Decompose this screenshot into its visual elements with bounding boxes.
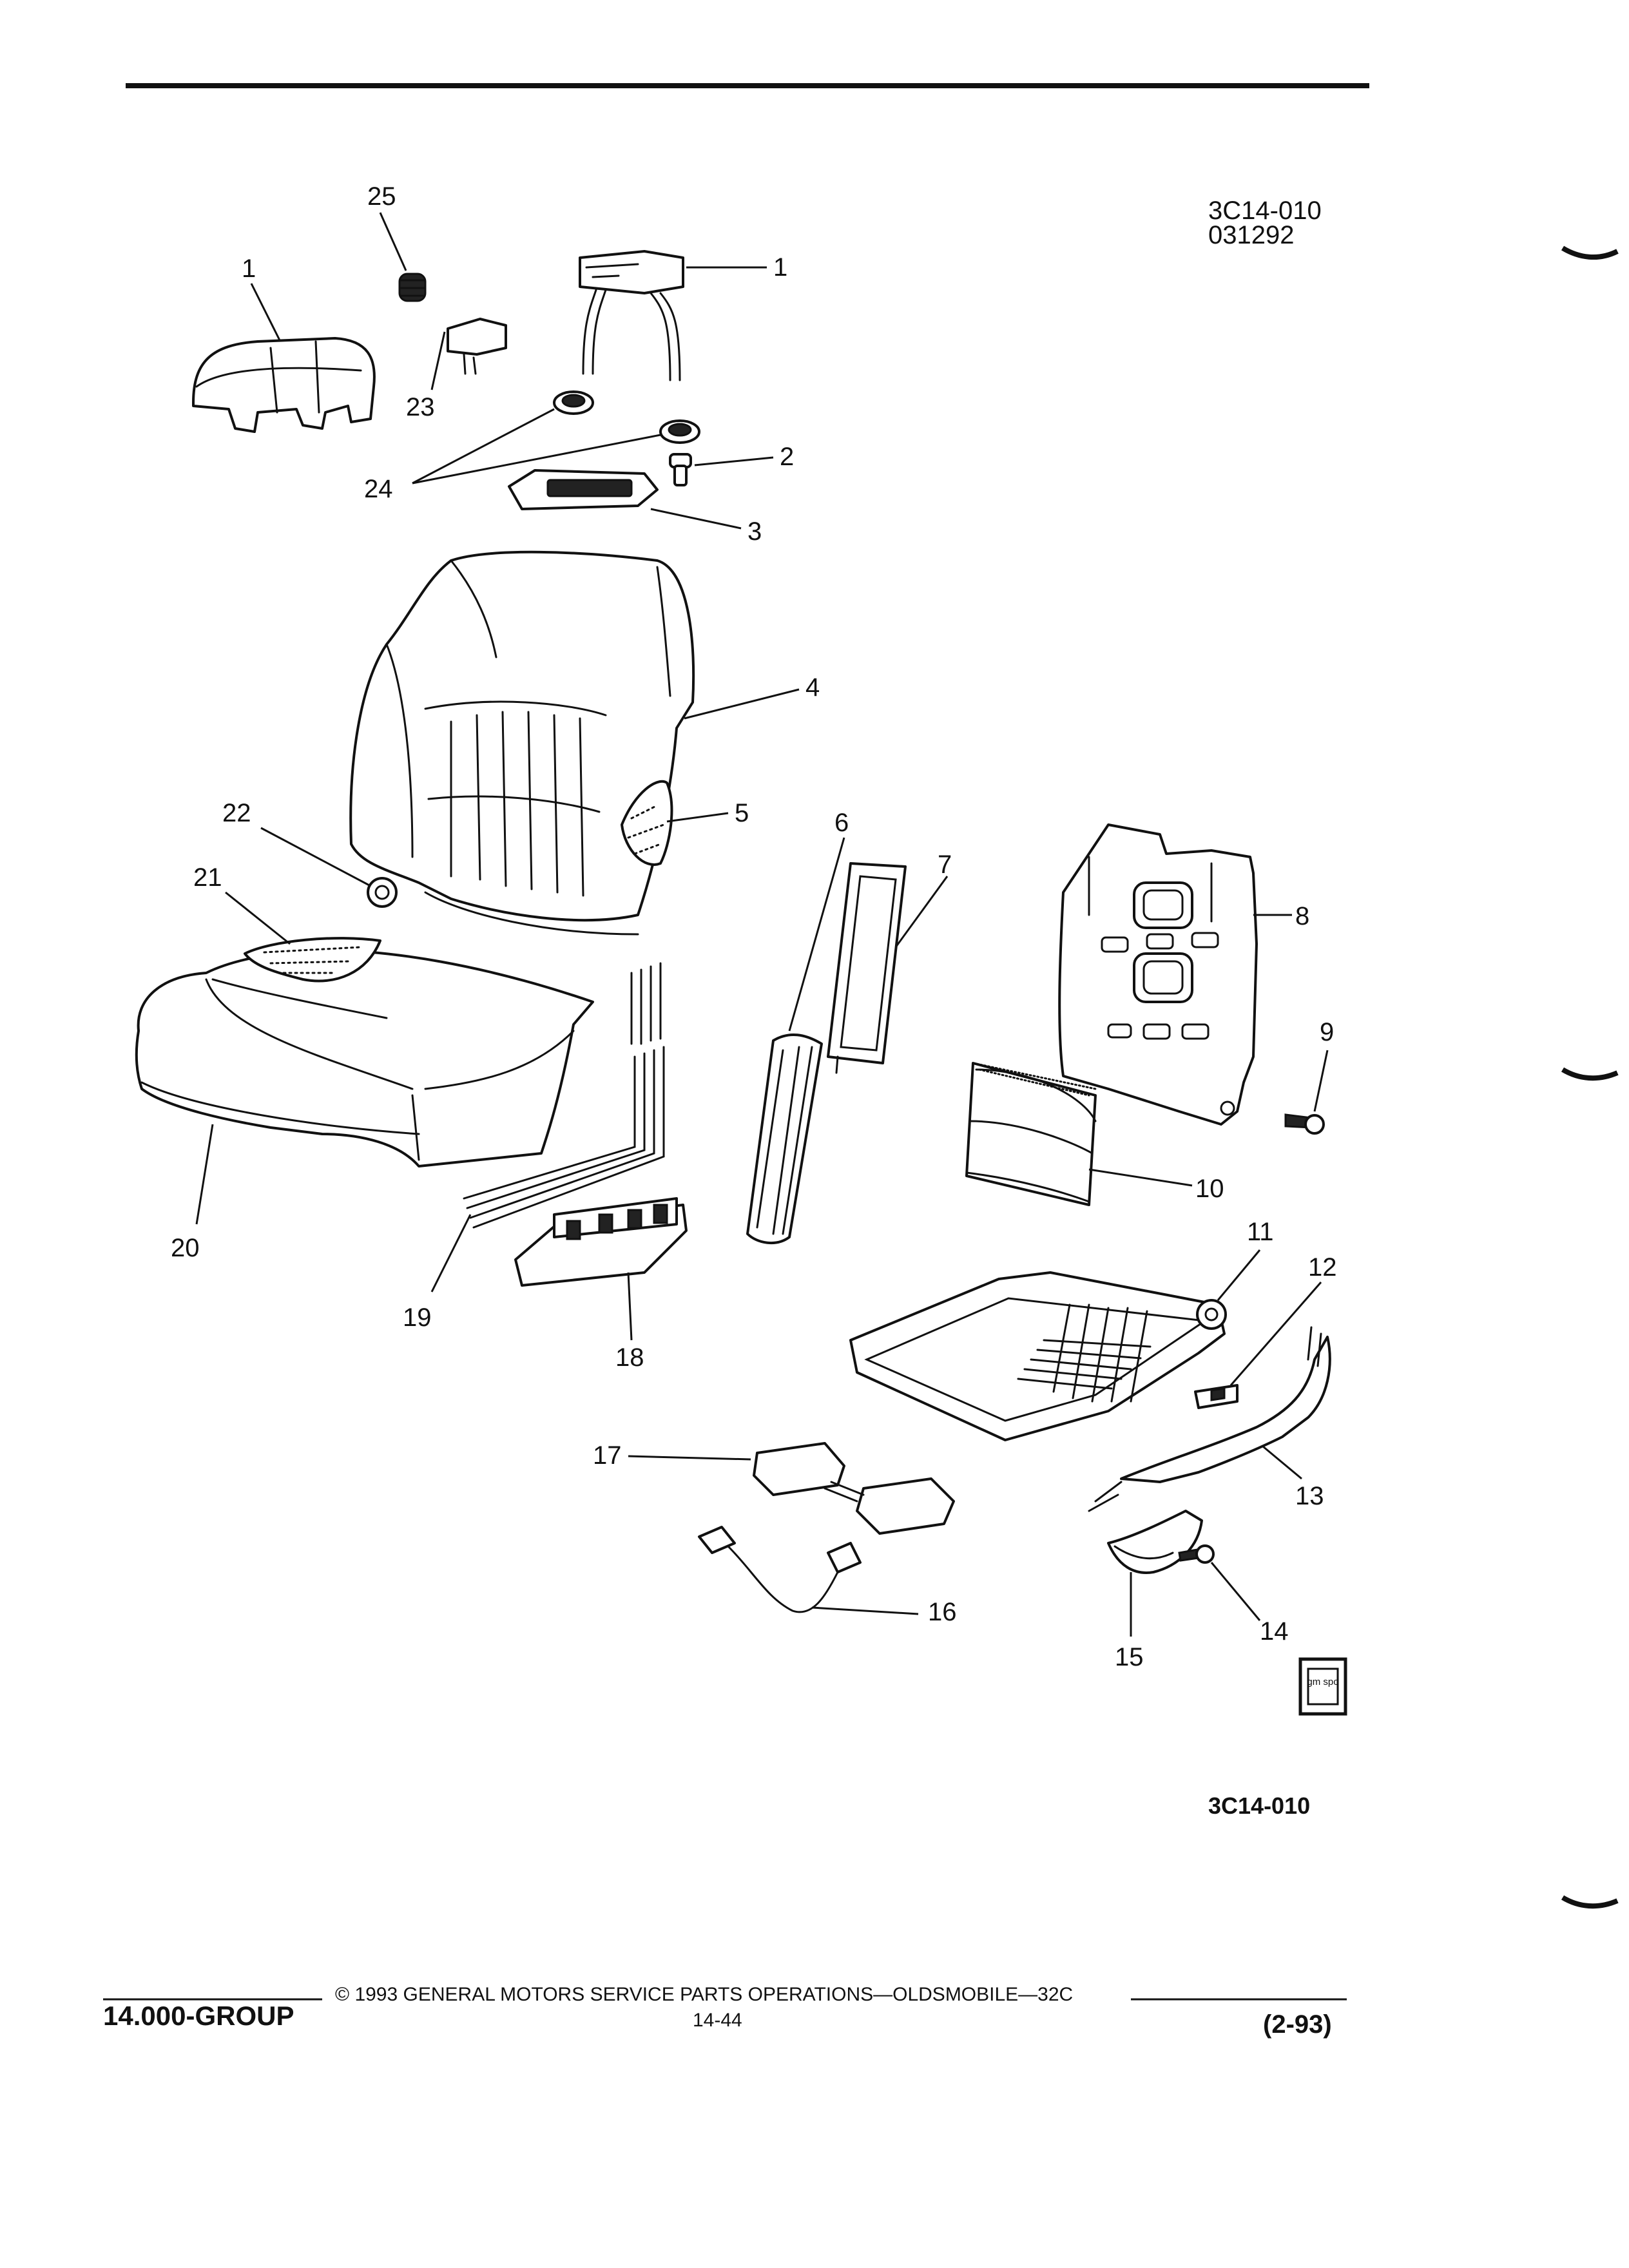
callout-23: 23 — [406, 393, 435, 421]
callout-18: 18 — [615, 1343, 644, 1372]
guides-part-24 — [553, 390, 700, 444]
harness-part-16 — [698, 1526, 862, 1613]
seat-pan-part-11 — [849, 1271, 1227, 1441]
pin-part-2 — [669, 453, 692, 486]
callout-20: 20 — [171, 1234, 200, 1262]
panel-part-7 — [827, 862, 907, 1074]
binder-mark-2 — [1561, 1067, 1619, 1081]
figure-id-bottom: 3C14-010 — [1208, 1792, 1310, 1819]
callout-1b: 1 — [773, 253, 787, 282]
callout-7: 7 — [938, 850, 952, 879]
callout-12: 12 — [1308, 1253, 1337, 1282]
gm-spo-logo: gm spo — [1298, 1657, 1347, 1716]
callout-25: 25 — [367, 182, 396, 211]
callout-17: 17 — [593, 1441, 622, 1470]
headrest-frame-right — [579, 250, 684, 381]
latch-part-23 — [447, 318, 507, 375]
binder-mark-1 — [1561, 245, 1619, 260]
pad-part-5 — [621, 780, 673, 866]
callout-5: 5 — [735, 799, 749, 827]
switch-part-18 — [514, 1197, 688, 1287]
seat-back-part-4 — [349, 550, 695, 936]
callout-3: 3 — [747, 517, 762, 546]
cover-part-15 — [1107, 1510, 1203, 1574]
callout-13: 13 — [1295, 1482, 1324, 1510]
side-shield-part-13 — [1088, 1326, 1331, 1512]
back-frame-part-8 — [1058, 823, 1258, 1126]
callout-24: 24 — [364, 475, 393, 503]
figure-code-top: 3C14-010 — [1208, 197, 1322, 225]
callout-1a: 1 — [242, 255, 256, 283]
footer-page: 14-44 — [693, 2010, 742, 2031]
figure-date-top: 031292 — [1208, 221, 1294, 249]
callout-15: 15 — [1115, 1643, 1144, 1671]
footer-group: 14.000-GROUP — [103, 2001, 294, 2031]
bezel-part-3 — [508, 469, 659, 510]
support-rods-part-19 — [463, 962, 665, 1229]
cushion-pad-part-21 — [244, 937, 381, 983]
callout-19: 19 — [403, 1303, 432, 1332]
callout-10: 10 — [1195, 1175, 1224, 1203]
screw-part-14 — [1178, 1544, 1215, 1564]
callout-6: 6 — [834, 809, 849, 837]
module-part-17 — [753, 1442, 955, 1535]
callout-21: 21 — [193, 863, 222, 892]
callout-11: 11 — [1247, 1218, 1274, 1246]
callout-2: 2 — [780, 443, 794, 471]
svg-text:gm spo: gm spo — [1307, 1677, 1338, 1687]
spring-part-25 — [398, 273, 427, 302]
callout-4: 4 — [805, 673, 820, 702]
headrest-left — [192, 337, 376, 433]
callout-16: 16 — [928, 1598, 957, 1626]
callout-9: 9 — [1320, 1018, 1334, 1046]
switch-part-12 — [1194, 1384, 1239, 1409]
footer-copyright: © 1993 GENERAL MOTORS SERVICE PARTS OPER… — [335, 1984, 1073, 2005]
bolt-part-9 — [1284, 1113, 1325, 1135]
footer-revision: (2-93) — [1263, 2010, 1332, 2039]
callout-14: 14 — [1260, 1617, 1289, 1646]
seat-cushion-part-20 — [135, 948, 594, 1168]
panel-part-6 — [746, 1033, 823, 1245]
binder-mark-3 — [1561, 1895, 1619, 1909]
callout-22: 22 — [222, 799, 251, 827]
lumbar-part-10 — [965, 1062, 1097, 1206]
callout-8: 8 — [1295, 902, 1309, 930]
clip-part-22 — [367, 877, 398, 908]
